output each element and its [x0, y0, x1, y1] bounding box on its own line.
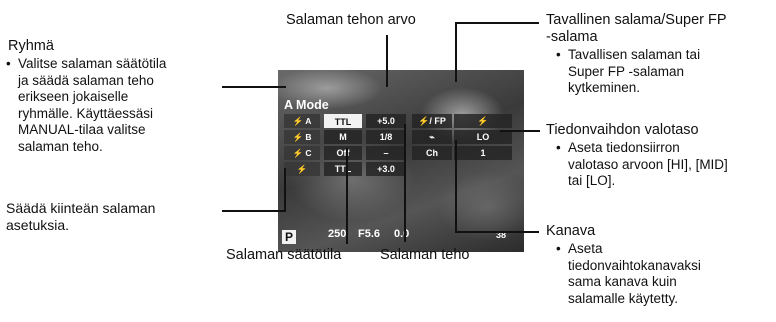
fixed-flash-line-1: Säädä kiinteän salaman — [6, 200, 156, 216]
flash-type-desc-1: Tavallisen salaman tai — [556, 47, 700, 64]
channel-desc-cont: tiedonvaihtokanavaksi sama kanava kuin s… — [568, 258, 701, 308]
flash-group-icon: ⚡ — [292, 116, 304, 126]
channel-label: Ch — [412, 146, 452, 160]
leader-line — [346, 148, 348, 244]
group-a-label: A — [305, 116, 312, 126]
group-desc-line-4: ryhmälle. Käyttäessäsi — [18, 105, 154, 121]
channel-desc-3: sama kanava kuin — [568, 274, 677, 290]
channel-desc-1: Aseta — [556, 241, 603, 258]
group-a-cell: ⚡ A — [284, 114, 320, 128]
leader-line — [222, 210, 286, 212]
flash-type-title-1: Tavallinen salama/Super FP — [546, 12, 727, 28]
channel-desc-4: salamalle käytetty. — [568, 290, 679, 306]
mode-title: A Mode — [284, 98, 329, 112]
channel-desc-2: tiedonvaihtokanavaksi — [568, 257, 701, 273]
commander-cell: ⚡ — [284, 162, 320, 176]
flash-power-label: Salaman teho — [380, 247, 470, 263]
rc-level-desc-2: valotaso arvoon [HI], [MID] — [568, 156, 728, 172]
flash-type-desc-3: kytkeminen. — [568, 80, 641, 96]
leader-line — [386, 35, 388, 87]
value-cell-commander: +3.0 — [366, 162, 406, 176]
rc-level-description: Aseta tiedonsiirron — [556, 140, 680, 157]
fixed-flash-label: Säädä kiinteän salaman asetuksia. — [6, 200, 155, 234]
value-cell-b: 1/8 — [366, 130, 406, 144]
flash-type-desc-2: Super FP -salaman — [568, 63, 685, 79]
group-b-cell: ⚡ B — [284, 130, 320, 144]
shooting-mode-indicator: P — [282, 230, 297, 244]
flash-fp-label: ⚡/ FP — [412, 114, 452, 128]
background-photo — [278, 70, 524, 252]
flash-type-description: Tavallisen salaman tai — [556, 47, 700, 64]
leader-line — [455, 140, 457, 232]
commander-flash-icon: ⚡ — [296, 164, 308, 174]
leader-line — [222, 86, 286, 88]
value-cell-c: – — [366, 146, 406, 160]
flash-group-icon: ⚡ — [292, 148, 304, 158]
flash-group-icon: ⚡ — [292, 132, 304, 142]
group-b-label: B — [305, 132, 312, 142]
flash-type-desc-cont: Super FP -salaman kytkeminen. — [568, 64, 684, 97]
flash-control-mode-label: Salaman säätötila — [226, 247, 342, 263]
mode-cell-b: M — [324, 130, 362, 144]
shutter-speed: 250 — [328, 228, 347, 240]
value-cell-a: +5.0 — [366, 114, 406, 128]
rc-level-title: Tiedonvaihdon valotaso — [546, 122, 699, 138]
mode-cell-commander: TTL — [324, 162, 362, 176]
exposure-compensation: 0.0 — [394, 228, 410, 240]
leader-line — [404, 124, 406, 242]
group-title: Ryhmä — [8, 38, 54, 54]
rc-level-desc-3: tai [LO]. — [568, 173, 616, 189]
group-description: Valitse salaman säätötila — [6, 56, 166, 73]
group-desc-cont: ja säädä salaman teho erikseen jokaisell… — [18, 73, 154, 156]
group-desc-line-3: erikseen jokaiselle — [18, 89, 129, 105]
group-c-label: C — [305, 148, 312, 158]
flash-type-title-2: -salama — [546, 29, 598, 45]
leader-line — [455, 22, 539, 24]
mode-cell-a: TTL — [324, 114, 362, 128]
rc-level-desc-1: Aseta tiedonsiirron — [556, 140, 680, 157]
group-desc-line-5: MANUAL-tilaa valitse — [18, 122, 146, 138]
aperture-value: F5.6 — [358, 228, 381, 240]
mode-cell-c: Off — [324, 146, 362, 160]
group-desc-line-2: ja säädä salaman teho — [18, 72, 154, 88]
channel-title: Kanava — [546, 223, 596, 239]
channel-description: Aseta — [556, 241, 603, 258]
shots-remaining: 38 — [496, 230, 507, 240]
group-desc-line-6: salaman teho. — [18, 138, 103, 154]
flash-fp-value: ⚡ — [454, 114, 512, 128]
channel-value: 1 — [454, 146, 512, 160]
leader-line — [455, 22, 457, 82]
leader-line — [500, 130, 540, 132]
flash-power-value-label: Salaman tehon arvo — [286, 12, 416, 28]
leader-line — [455, 231, 539, 233]
flash-type-title: Tavallinen salama/Super FP -salama — [546, 12, 727, 46]
rc-level-label: ⌁ — [412, 130, 452, 144]
rc-level-value: LO — [454, 130, 512, 144]
leader-line — [284, 168, 286, 212]
group-c-cell: ⚡ C — [284, 146, 320, 160]
fixed-flash-line-2: asetuksia. — [6, 217, 70, 233]
group-desc-line-1: Valitse salaman säätötila — [6, 56, 166, 73]
rc-level-desc-cont: valotaso arvoon [HI], [MID] tai [LO]. — [568, 157, 728, 190]
camera-screen: A Mode ⚡ A ⚡ B ⚡ C ⚡ TTL M Off TTL +5.0 … — [278, 70, 524, 252]
